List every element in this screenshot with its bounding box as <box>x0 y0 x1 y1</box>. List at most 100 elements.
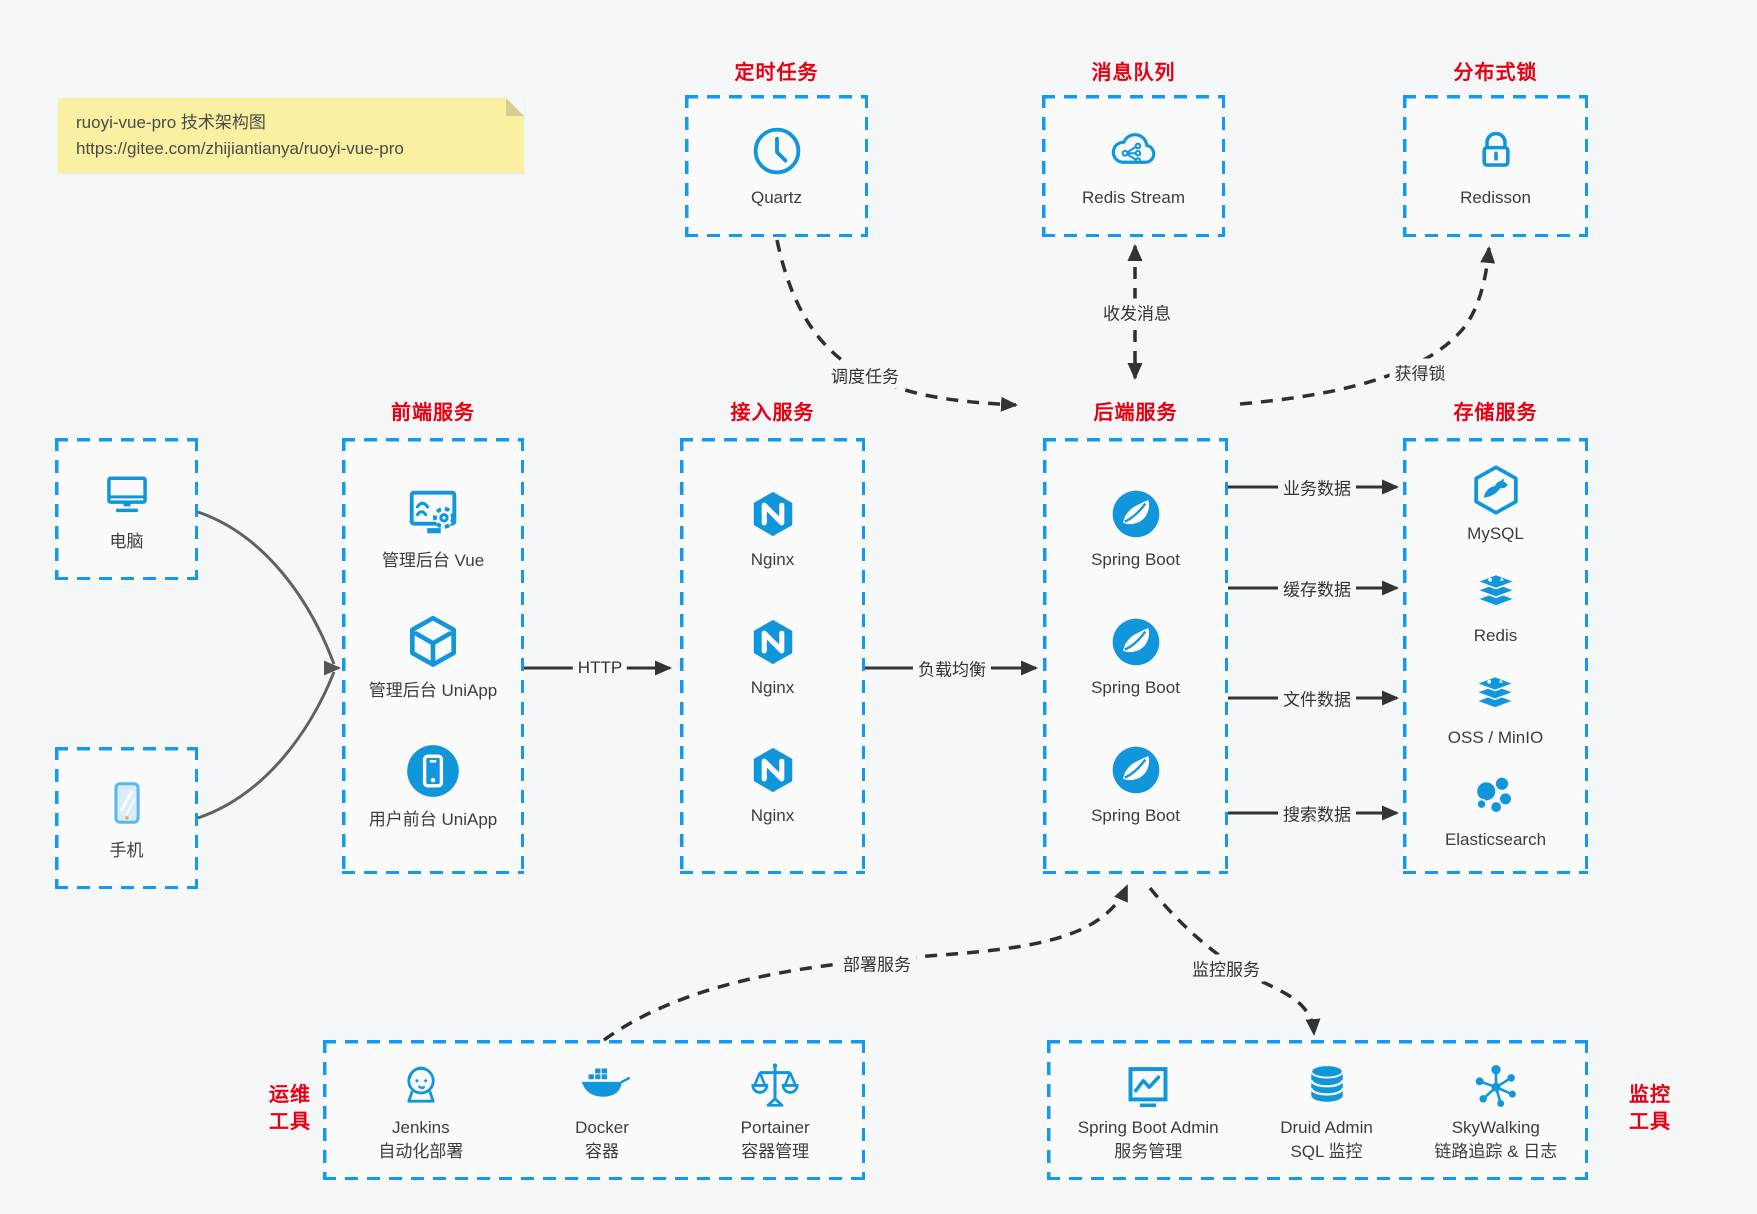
jenkins-icon <box>407 1066 435 1103</box>
storage-box: MySQL Redis OSS / MinIO <box>1403 438 1588 874</box>
frontend-item-vue: 管理后台 Vue <box>382 481 484 571</box>
edge-label-deploy: 部署服务 <box>838 949 916 977</box>
mq-title: 消息队列 <box>1091 62 1176 84</box>
mobile-box: 手机 <box>55 747 198 889</box>
spring-boot-icon <box>1112 746 1159 794</box>
nginx-icon <box>753 491 792 536</box>
backend-item-label: Spring Boot <box>1091 805 1180 825</box>
mq-box: Redis Stream <box>1042 95 1225 237</box>
monitoring-item-skywalking: SkyWalking 链路追踪 & 日志 <box>1434 1058 1557 1163</box>
ops-item-name: Jenkins <box>392 1117 450 1137</box>
nginx-icon <box>753 619 792 665</box>
storage-item-label: OSS / MinIO <box>1447 727 1544 747</box>
lock-icon <box>1481 131 1510 167</box>
edge-label-lock: 获得锁 <box>1389 358 1451 386</box>
desktop-icon <box>106 476 147 512</box>
frontend-box: 管理后台 Vue 管理后台 UniApp 用户前台 UniApp <box>342 438 524 874</box>
ops-box: Jenkins 自动化部署 Docker 容器 <box>323 1040 865 1180</box>
backend-title: 后端服务 <box>1093 402 1178 424</box>
monitoring-title-line2: 工具 <box>1629 1111 1671 1133</box>
spring-boot-icon <box>1112 618 1159 666</box>
phone-icon <box>113 782 140 824</box>
dlock-title: 分布式锁 <box>1453 62 1538 84</box>
nginx-icon <box>753 747 792 793</box>
edge-label-cache: 缓存数据 <box>1278 574 1356 602</box>
backend-item-label: Spring Boot <box>1091 549 1180 569</box>
edge-label-monitor: 监控服务 <box>1187 954 1265 982</box>
gateway-item-nginx: Nginx <box>745 614 801 698</box>
sticky-note: ruoyi-vue-pro 技术架构图 https://gitee.com/zh… <box>58 98 524 173</box>
gateway-item-label: Nginx <box>750 549 795 569</box>
druid-database-icon <box>1309 1064 1344 1102</box>
backend-item-springboot: Spring Boot <box>1091 614 1180 698</box>
frontend-item-admin-uniapp: 管理后台 UniApp <box>369 611 497 701</box>
monitoring-item-name: SkyWalking <box>1451 1117 1540 1137</box>
monitoring-item-sba: Spring Boot Admin 服务管理 <box>1078 1058 1219 1163</box>
app-circle-icon <box>407 745 459 798</box>
dlock-box: Redisson <box>1403 95 1588 237</box>
scheduler-box: Quartz <box>685 95 868 237</box>
frontend-item-user-uniapp: 用户前台 UniApp <box>369 740 497 830</box>
edge-pc-frontend <box>197 510 336 665</box>
ops-item-name: Portainer <box>740 1117 810 1137</box>
gateway-box: Nginx Nginx Nginx <box>680 438 865 874</box>
backend-item-label: Spring Boot <box>1091 677 1180 697</box>
storage-item-label: Redis <box>1473 625 1518 645</box>
storage-item-label: Elasticsearch <box>1444 829 1547 849</box>
storage-item-elasticsearch: Elasticsearch <box>1445 768 1546 850</box>
portainer-scales-icon <box>751 1063 799 1107</box>
monitoring-box: Spring Boot Admin 服务管理 Druid Admin SQL 监… <box>1047 1040 1588 1180</box>
storage-item-oss: OSS / MinIO <box>1448 666 1543 748</box>
gateway-title: 接入服务 <box>730 402 815 424</box>
frontend-item-label: 管理后台 Vue <box>381 551 485 571</box>
scheduler-item-label: Quartz <box>750 187 803 207</box>
ops-item-name: Docker <box>575 1117 629 1137</box>
edge-label-file: 文件数据 <box>1278 684 1356 712</box>
redis-stack-icon <box>1474 573 1517 607</box>
edge-label-search: 搜索数据 <box>1278 799 1356 827</box>
mq-item-label: Redis Stream <box>1082 187 1185 207</box>
mysql-icon <box>1473 465 1518 515</box>
gateway-item-label: Nginx <box>750 805 795 825</box>
pc-box: 电脑 <box>55 438 198 580</box>
ops-title: 运维 工具 <box>258 1082 322 1136</box>
monitoring-item-druid: Druid Admin SQL 监控 <box>1280 1058 1373 1163</box>
gateway-item-nginx: Nginx <box>745 742 801 826</box>
note-title: ruoyi-vue-pro 技术架构图 <box>76 113 266 132</box>
monitoring-item-name: Spring Boot Admin <box>1077 1117 1219 1137</box>
storage-title: 存储服务 <box>1453 402 1538 424</box>
edge-label-schedule: 调度任务 <box>826 361 904 389</box>
skywalking-trace-icon <box>1475 1064 1516 1107</box>
frontend-item-label: 用户前台 UniApp <box>368 810 498 830</box>
monitoring-item-desc: 服务管理 <box>1114 1142 1183 1161</box>
edge-label-http: HTTP <box>572 657 628 679</box>
storage-item-label: MySQL <box>1467 523 1524 543</box>
frontend-title: 前端服务 <box>391 402 475 424</box>
backend-item-springboot: Spring Boot <box>1091 742 1180 826</box>
oss-stack-icon <box>1474 675 1517 709</box>
edge-label-load-balance: 负载均衡 <box>913 654 991 682</box>
mobile-label: 手机 <box>109 840 144 860</box>
monitoring-item-desc: SQL 监控 <box>1290 1142 1363 1161</box>
cube-icon <box>409 615 456 667</box>
note-url: https://gitee.com/zhijiantianya/ruoyi-vu… <box>76 138 404 158</box>
spring-boot-icon <box>1112 490 1159 538</box>
storage-item-redis: Redis <box>1468 564 1524 646</box>
ops-item-desc: 容器 <box>585 1142 619 1161</box>
ops-item-docker: Docker 容器 <box>574 1058 630 1163</box>
scheduler-title: 定时任务 <box>734 62 819 84</box>
edge-label-business: 业务数据 <box>1278 473 1356 501</box>
ops-item-portainer: Portainer 容器管理 <box>741 1058 810 1163</box>
gateway-item-label: Nginx <box>750 677 795 697</box>
gateway-item-nginx: Nginx <box>745 486 801 570</box>
edge-lock <box>1239 246 1496 406</box>
cloud-stream-icon <box>1111 133 1155 164</box>
elasticsearch-icon <box>1475 775 1514 814</box>
docker-icon <box>581 1068 630 1097</box>
admin-vue-icon <box>409 491 457 534</box>
dlock-item-label: Redisson <box>1460 187 1531 207</box>
edge-mobile-frontend <box>197 671 336 820</box>
ops-title-line2: 工具 <box>269 1111 311 1133</box>
backend-box: Spring Boot Spring Boot Spring Boot <box>1043 438 1228 874</box>
